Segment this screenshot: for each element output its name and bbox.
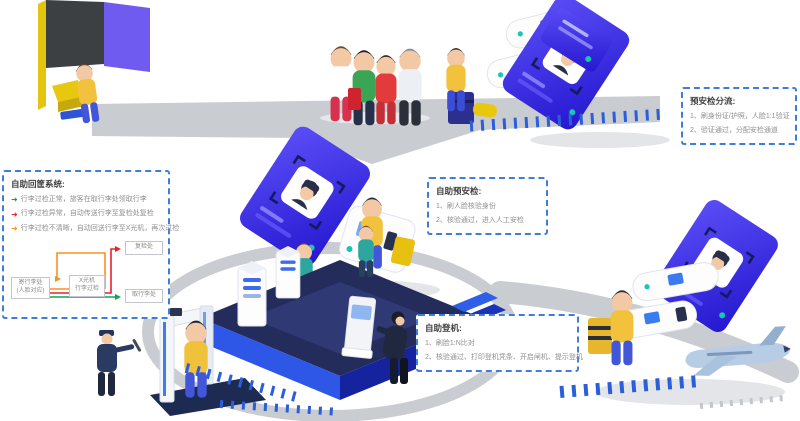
orange-arrow-icon: ➜ bbox=[11, 223, 18, 233]
manual-security-scene bbox=[97, 305, 266, 416]
callout-title: 预安检分流: bbox=[690, 96, 736, 106]
security-officer bbox=[97, 330, 142, 396]
diagram-node-claim: 取行李处 bbox=[125, 289, 163, 303]
diagram-node-xray: X光机 行李过检 bbox=[69, 275, 105, 297]
hatch-dashes bbox=[184, 108, 785, 416]
callout-self-presecurity: 自助预安检: 1、刷人脸核验身份 2、核验通过，进入人工安检 bbox=[427, 177, 548, 236]
boarding-gate-scene bbox=[588, 194, 792, 378]
callout-basket-return-system: 自助回筐系统: ➜ 行李过检正常，旅客在取行李处领取行李 ➜ 行李过检异常，自动… bbox=[2, 170, 179, 320]
shadow bbox=[595, 379, 785, 405]
callout-item: ➜ 行李过检不清晰，自动回送行李至X光机，再次过检 bbox=[11, 222, 179, 236]
info-screen-scene bbox=[38, 0, 150, 124]
callout-title: 自助回筐系统: bbox=[11, 179, 65, 189]
diagram-node-recheck: 复检处 bbox=[125, 241, 163, 255]
passenger-queue bbox=[329, 46, 422, 126]
callout-item: 1、刷人脸核验身份 bbox=[436, 203, 496, 210]
node-label: 复检处 bbox=[134, 244, 153, 251]
callout-title: 自助登机: bbox=[425, 323, 462, 333]
item-text: 行李过检不清晰，自动回送行李至X光机，再次过检 bbox=[20, 224, 180, 232]
suited-agent bbox=[376, 311, 408, 384]
callout-item: 1、刷脸1:N比对 bbox=[425, 340, 475, 347]
diagram-node-bagdrop: 寄行李处 (人脸对应) bbox=[11, 277, 50, 299]
red-suitcase bbox=[348, 88, 361, 110]
callout-item: ➜ 行李过检正常，旅客在取行李处领取行李 bbox=[11, 193, 161, 207]
item-text: 行李过检正常，旅客在取行李处领取行李 bbox=[20, 196, 147, 203]
red-arrow-icon: ➜ bbox=[11, 209, 18, 219]
node-label: 取行李处 bbox=[131, 292, 156, 299]
callout-presecurity-split: 预安检分流: 1、刷身份证/护照，人脸1:1验证 2、验证通过，分配安检通道 bbox=[681, 87, 797, 146]
node-label: 行李过检 bbox=[74, 285, 99, 292]
kiosk-platform-scene bbox=[200, 225, 514, 400]
callout-item: ➜ 行李过检异常，自动传送行李至复检处复检 bbox=[11, 207, 161, 221]
callout-item: 1、刷身份证/护照，人脸1:1验证 bbox=[690, 113, 790, 120]
baggage-flow-diagram: 寄行李处 (人脸对应) X光机 行李过检 复检处 取行李处 bbox=[11, 239, 163, 311]
callout-self-boarding: 自助登机: 1、刷脸1:N比对 2、核验通过、打印登机凭条、开启闸机、提示登机 bbox=[416, 314, 583, 373]
waiting-passenger bbox=[446, 48, 497, 124]
callout-item: 2、核验通过、打印登机凭条、开启闸机、提示登机 bbox=[425, 353, 583, 361]
node-label: 寄行李处 bbox=[18, 280, 43, 287]
item-text: 行李过检异常，自动传送行李至复检处复检 bbox=[20, 210, 154, 218]
green-arrow-icon: ➜ bbox=[11, 195, 18, 205]
road-top-band bbox=[92, 96, 660, 164]
callout-item: 2、核验通过，进入人工安检 bbox=[436, 216, 524, 224]
node-label: (人脸对应) bbox=[16, 287, 45, 294]
shadow bbox=[530, 132, 670, 148]
presecurity-gate-scene bbox=[475, 0, 635, 135]
yellow-suitcase bbox=[390, 236, 416, 267]
callout-item: 2、验证通过，分配安检通道 bbox=[690, 126, 778, 134]
callout-title: 自助预安检: bbox=[436, 186, 482, 196]
node-label: X光机 bbox=[78, 278, 95, 285]
